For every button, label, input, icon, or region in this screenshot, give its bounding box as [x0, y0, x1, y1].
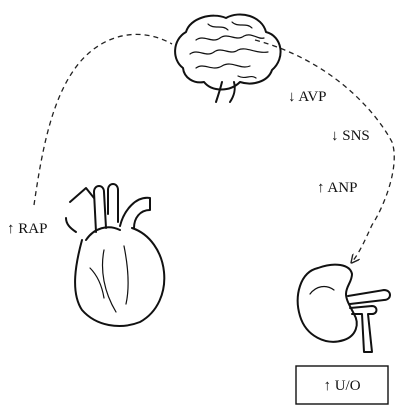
urine-output-box: ↑ U/O [295, 365, 389, 405]
sns-label: ↓ SNS [331, 128, 370, 144]
brain-to-kidney-dashed-path [254, 39, 395, 262]
rap-label: ↑ RAP [7, 221, 47, 237]
heart-to-brain-dashed-path [33, 33, 173, 206]
heart-icon [65, 183, 166, 327]
avp-label: ↓ AVP [288, 89, 327, 105]
brain-icon [174, 13, 282, 103]
kidney-icon [296, 263, 391, 353]
anp-label: ↑ ANP [317, 180, 357, 196]
uo-label: ↑ U/O [323, 378, 360, 394]
